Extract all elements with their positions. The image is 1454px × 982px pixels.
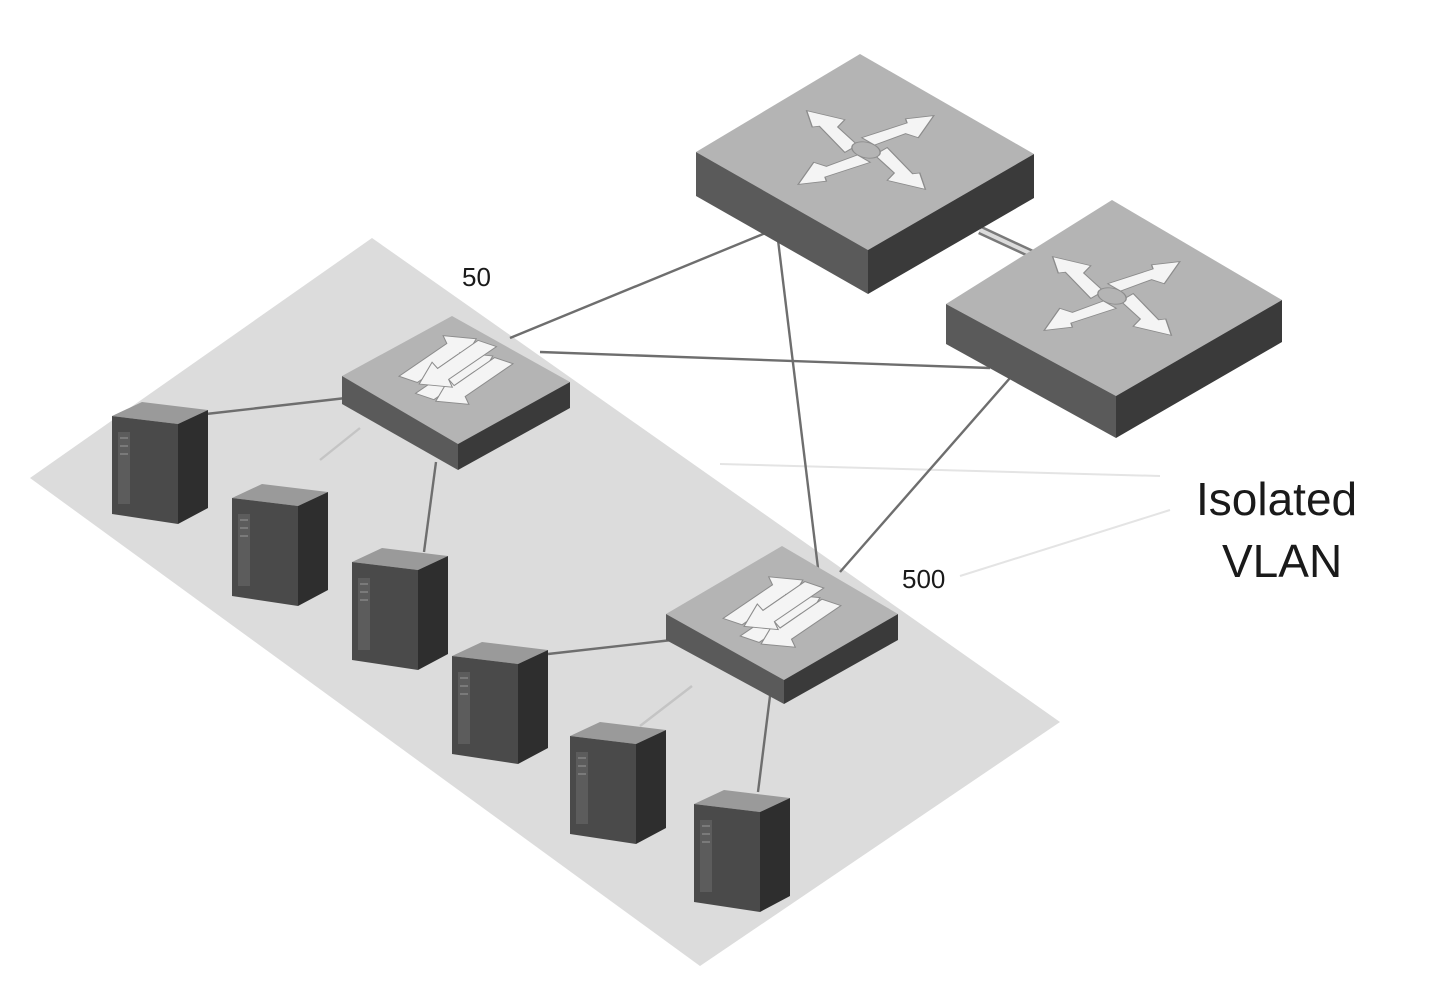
isolated-vlan-label-line1: Isolated: [1196, 473, 1358, 525]
access-switch-1: [342, 316, 570, 470]
guide-line: [719, 463, 1161, 477]
vlan-label-50: 50: [462, 262, 491, 292]
core-router-1: [696, 54, 1034, 294]
link-router1-switch2: [776, 239, 820, 569]
link-switch1-server1: [205, 396, 347, 416]
link-switch2-server5: [639, 685, 693, 727]
server-5: [569, 721, 667, 845]
access-switch-2: [666, 546, 898, 704]
vlan-label-500: 500: [902, 564, 946, 594]
link-switch2-server6: [756, 695, 772, 793]
isolated-vlan-label: Isolated VLAN: [1196, 468, 1357, 592]
link-switch1-router2: [539, 350, 991, 370]
link-switch2-server4: [547, 638, 673, 656]
server-4: [451, 641, 549, 765]
server-3: [351, 547, 449, 671]
guide-line: [959, 509, 1171, 577]
network-links: [205, 225, 1038, 793]
core-router-2: [946, 200, 1282, 438]
server-1: [111, 401, 209, 525]
link-switch1-server2: [319, 427, 361, 461]
link-switch1-router1: [509, 230, 769, 340]
link-router2-switch2: [839, 377, 1011, 573]
server-6: [693, 789, 791, 913]
link-switch1-server3: [422, 461, 438, 553]
isolated-vlan-label-line2: VLAN: [1222, 535, 1343, 587]
server-2: [231, 483, 329, 607]
isolated-vlan-zone: [30, 238, 1060, 966]
